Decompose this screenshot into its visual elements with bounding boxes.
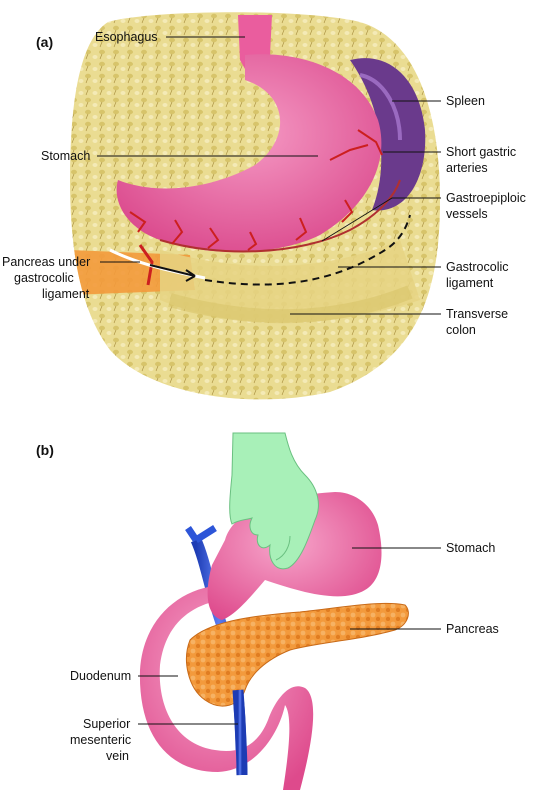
label-pancreas-b: Pancreas bbox=[446, 622, 499, 636]
label-duodenum: Duodenum bbox=[70, 669, 131, 683]
panel-a-tag: (a) bbox=[36, 34, 53, 50]
label-short-gastric-1: Short gastric bbox=[446, 145, 516, 159]
label-stomach-b: Stomach bbox=[446, 541, 495, 555]
label-smv-1: Superior bbox=[83, 717, 130, 731]
label-esophagus: Esophagus bbox=[95, 30, 158, 44]
label-pancreas-under-3: ligament bbox=[42, 287, 90, 301]
transverse-colon-shape bbox=[168, 285, 413, 324]
label-smv-3: vein bbox=[106, 749, 129, 763]
panel-a-illustration bbox=[70, 12, 440, 400]
label-gastroepiploic-2: vessels bbox=[446, 207, 488, 221]
dissection-arrow bbox=[149, 264, 196, 277]
label-gastrocolic-2: ligament bbox=[446, 276, 494, 290]
panel-b-tag: (b) bbox=[36, 442, 54, 458]
label-gastrocolic-1: Gastrocolic bbox=[446, 260, 509, 274]
label-stomach-a: Stomach bbox=[41, 149, 90, 163]
duodenum-shape bbox=[139, 585, 314, 790]
label-spleen: Spleen bbox=[446, 94, 485, 108]
short-gastric-vessels bbox=[129, 129, 383, 251]
stomach-shape-a bbox=[116, 54, 382, 252]
label-transverse-1: Transverse bbox=[446, 307, 508, 321]
dissection-dashed-line bbox=[204, 214, 411, 286]
label-transverse-2: colon bbox=[446, 323, 476, 337]
label-pancreas-under-2: gastrocolic bbox=[14, 271, 74, 285]
label-short-gastric-2: arteries bbox=[446, 161, 488, 175]
label-gastroepiploic-1: Gastroepiploic bbox=[446, 191, 526, 205]
panel-b-illustration bbox=[139, 432, 409, 790]
label-pancreas-under-1: Pancreas under bbox=[2, 255, 90, 269]
gloved-hand bbox=[229, 432, 319, 570]
label-smv-2: mesenteric bbox=[70, 733, 131, 747]
spleen-shape bbox=[350, 58, 426, 211]
